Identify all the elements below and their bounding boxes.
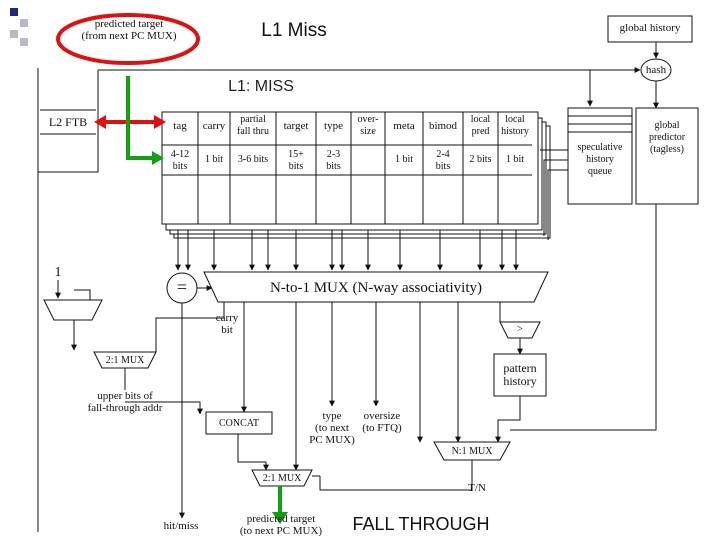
mux-2to1-bottom (251, 469, 313, 487)
nway-mux-label: N-to-1 MUX (N-way associativity) (269, 280, 483, 296)
tn-label: T/N (468, 482, 486, 494)
table-size-local-pred: 2 bits (469, 154, 492, 165)
wire-adder-in (74, 289, 91, 300)
global-history-box (607, 15, 693, 43)
table-size-partial: 3-6 bits (237, 154, 269, 165)
table-size-bimod: 2-4 bits (435, 149, 451, 172)
gt-label: > (517, 324, 523, 335)
concat-label: CONCAT (218, 418, 259, 429)
ftb-table-stack (161, 111, 551, 239)
arrow-head-left (94, 115, 106, 129)
wire-gp-to-mux (510, 204, 657, 431)
mux-n-to-1-label: N:1 MUX (451, 446, 493, 457)
callout-oval (56, 13, 200, 65)
slide-subtitle: L1: MISS (228, 78, 294, 95)
arrow-head-right (154, 115, 166, 129)
equals-label: = (176, 277, 188, 297)
slide-bullet-decoration (10, 8, 32, 46)
hash-label: hash (645, 64, 667, 76)
adder (43, 299, 103, 321)
bullet-square-light (20, 19, 28, 27)
gt-comparator (499, 321, 541, 339)
queue-feedback-wires (540, 149, 568, 240)
pattern-history-label: pattern history (503, 361, 537, 388)
table-size-target: 15+ bits (288, 149, 304, 172)
table-size-type: 2-3 bits (326, 149, 341, 172)
wire-tn (319, 468, 473, 491)
table-header-target: target (283, 120, 309, 132)
table-output-wires (175, 230, 519, 271)
table-header-meta: meta (393, 120, 415, 132)
hit-miss-label: hit/miss (163, 520, 199, 532)
pattern-history-box (493, 353, 547, 397)
table-header-tag: tag (173, 120, 187, 132)
table-size-tag: 4-12 bits (170, 149, 190, 172)
table-header-local-pred: local pred (470, 114, 491, 137)
carry-bit-label: carry bit (215, 312, 239, 336)
table-header-type: type (324, 120, 343, 132)
nway-mux (203, 271, 549, 303)
table-header-bimod: bimod (428, 120, 458, 132)
bullet-square-light (20, 38, 28, 46)
bullet-square-dark (10, 8, 18, 16)
const-one-label: 1 (54, 265, 62, 280)
mux-n-to-1 (433, 441, 511, 461)
speculative-queue-label: speculative history queue (577, 142, 623, 177)
concat-box (205, 411, 273, 435)
wire-ph-to-mux (495, 396, 521, 443)
mux-2to1-bottom-label: 2:1 MUX (262, 473, 302, 484)
green-down-arrow-head (272, 512, 288, 524)
oversize-output-label: oversize (to FTQ) (362, 410, 402, 434)
slide-footer: FALL THROUGH (352, 514, 490, 534)
bullet-square-light (10, 30, 18, 38)
type-output-label: type (to next PC MUX) (309, 410, 355, 446)
table-size-carry: 1 bit (204, 154, 224, 165)
table-header-oversize: over- size (357, 114, 379, 137)
table-size-meta: 1 bit (394, 154, 414, 165)
green-arrow-head (152, 151, 164, 165)
predicted-target-output-label: predicted target (to next PC MUX) (239, 513, 323, 537)
global-history-label: global history (619, 22, 681, 34)
l2-ftb-label: L2 FTB (48, 115, 88, 129)
ftb-table-grid (162, 112, 532, 224)
table-header-carry: carry (202, 120, 226, 132)
green-arrow-path (126, 76, 158, 160)
table-size-local-history: 1 bit (505, 154, 525, 165)
wire-concat-out (237, 434, 269, 471)
wire-upper-bits (125, 401, 203, 415)
slide-title: L1 Miss (261, 20, 327, 41)
global-predictor-box (635, 107, 699, 205)
mux-2to1-top (93, 351, 157, 369)
queue-slots (568, 115, 632, 133)
table-header-partial: partial fall thru (237, 114, 269, 137)
callout-predicted-target: predicted target (from next PC MUX) (81, 18, 177, 42)
wire-pc-to-l2 (38, 70, 99, 173)
wire-carry-to-mux (155, 302, 225, 352)
mux-2to1-top-label: 2:1 MUX (105, 355, 145, 366)
global-predictor-label: global predictor (tagless) (648, 120, 686, 155)
table-header-local-history: local history (501, 114, 529, 137)
upper-bits-label: upper bits of fall-through addr (87, 390, 163, 414)
